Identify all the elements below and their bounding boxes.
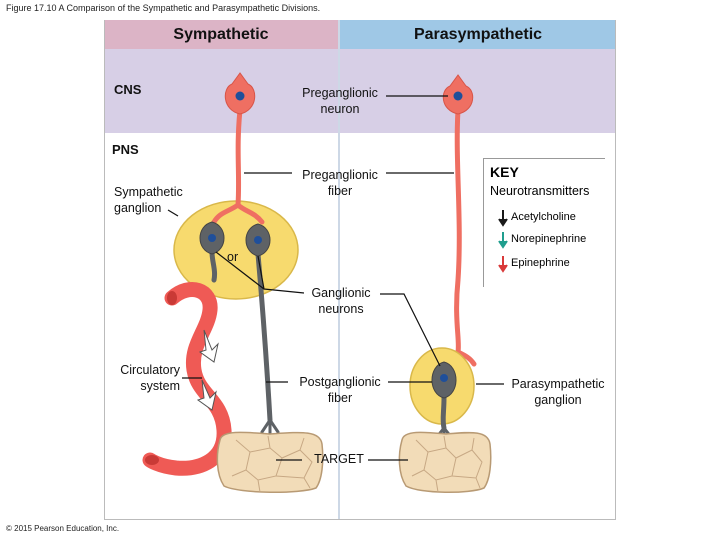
label-preganglionic-neuron: Preganglionic neuron [302,86,378,116]
vessel-opening-bottom [145,455,159,465]
pns-label: PNS [112,142,139,157]
key-item-norepinephrine: Norepinephrine [511,233,587,245]
header-sympathetic: Sympathetic [104,20,338,49]
label-preganglionic-fiber: Preganglionic fiber [302,168,378,198]
norepinephrine-arrow [498,232,508,249]
parasympathetic-ganglionic-axon [440,395,447,431]
label-postganglionic-fiber: Postganglionic fiber [299,375,381,405]
leader-sympathetic-ganglion [167,209,179,217]
ganglionic-neuron-1-axon [209,249,218,283]
flow-arrow-2 [196,379,217,411]
parasympathetic-target-tissue [398,431,492,493]
sympathetic-target-tissue [216,431,324,493]
key-subtitle: Neurotransmitters [490,184,590,198]
label-or: or [227,250,239,264]
key-box [483,158,605,287]
key-item-acetylcholine: Acetylcholine [511,211,576,223]
parasympathetic-preganglionic-axon [439,107,477,367]
cns-label: CNS [114,82,142,97]
leader-ganglionic-neurons-b [257,255,265,290]
panel-border-left [104,20,105,520]
label-target: TARGET [314,452,364,466]
cns-band [104,49,616,133]
ganglionic-neuron-2-terminals [260,418,280,436]
vessel-opening-top [167,291,177,305]
sympathetic-preganglionic-nucleus [235,91,245,101]
leader-lines [167,95,504,461]
header-parasympathetic: Parasympathetic [340,20,616,49]
key-title: KEY [490,164,519,180]
ganglionic-neuron-2-nucleus [254,236,262,244]
key-item-epinephrine: Epinephrine [511,257,570,269]
label-parasympathetic-ganglion: Parasympathetic ganglion [511,377,605,407]
ganglionic-neuron-1-nucleus [208,234,216,242]
label-sympathetic-ganglion: Sympathetic ganglion [114,185,183,215]
leader-ganglionic-neurons-para [380,293,441,367]
key-arrows [498,210,508,273]
parasympathetic-preganglionic-nucleus [453,91,463,101]
column-divider [338,20,340,520]
flow-arrow-1 [198,329,219,363]
panel-border-bottom [104,519,616,520]
figure-title: Figure 17.10 A Comparison of the Sympath… [6,3,321,13]
sympathetic-preganglionic-axon [211,107,265,225]
epinephrine-arrow [498,256,508,273]
ganglionic-neuron-2-axon [255,251,273,423]
copyright: © 2015 Pearson Education, Inc. [6,524,120,533]
parasympathetic-ganglionic-nucleus [440,374,448,382]
label-ganglionic-neurons: Ganglionic neurons [311,286,371,316]
label-circulatory-system: Circulatory system [120,363,180,393]
acetylcholine-arrow [498,210,508,227]
panel-border-right [615,20,616,520]
